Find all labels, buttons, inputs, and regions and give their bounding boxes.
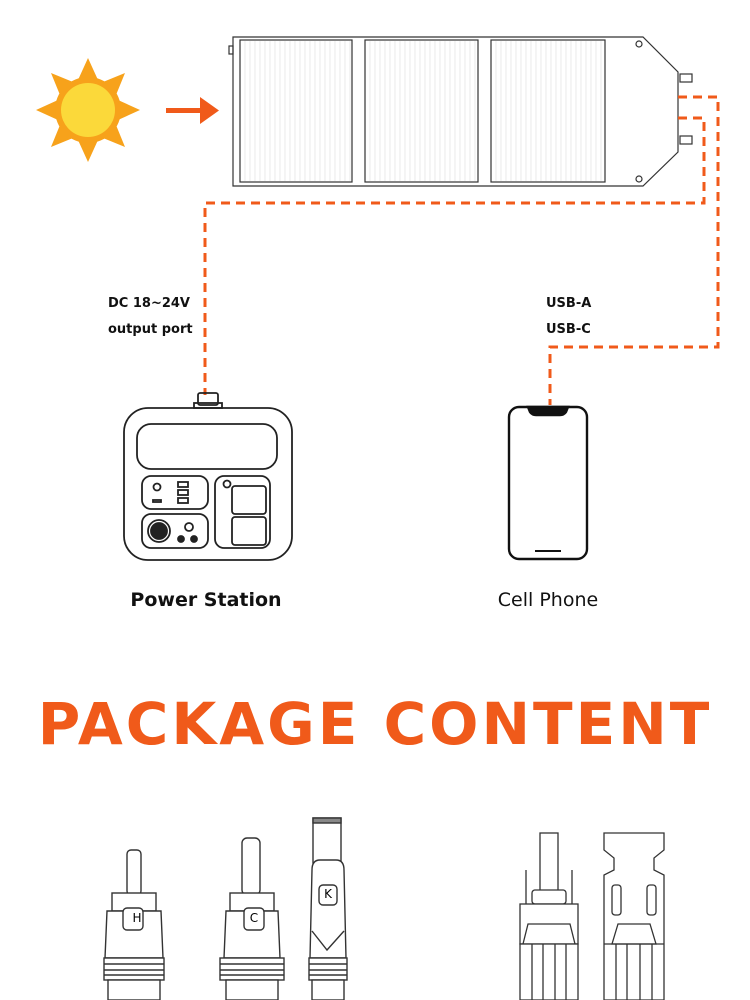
usb-a-label: USB-A [546, 296, 592, 311]
usb-c-label: USB-C [546, 322, 591, 337]
cell-phone-caption: Cell Phone [497, 589, 599, 611]
mc4-connector-male [519, 832, 579, 1000]
cable-usb [548, 95, 720, 405]
connector-h [103, 849, 165, 1000]
connector-h-label: H [132, 911, 142, 925]
power-station-caption: Power Station [130, 589, 282, 611]
cable-dc [203, 116, 706, 395]
power-station-illustration [123, 392, 293, 561]
dc-output-label-line2: output port [108, 322, 193, 337]
dc-output-label-line1: DC 18~24V [108, 296, 190, 311]
connector-c-label: C [249, 911, 259, 925]
arrow-right-icon [166, 97, 219, 124]
connector-c [219, 837, 285, 1000]
package-content-heading: PACKAGE CONTENT [37, 690, 713, 758]
connector-k-label: K [324, 887, 332, 901]
mc4-connector-female [603, 832, 665, 1000]
sun-icon [36, 58, 140, 162]
cell-phone-illustration [507, 405, 589, 561]
solar-panel [228, 36, 693, 187]
connector-k [308, 817, 348, 1000]
